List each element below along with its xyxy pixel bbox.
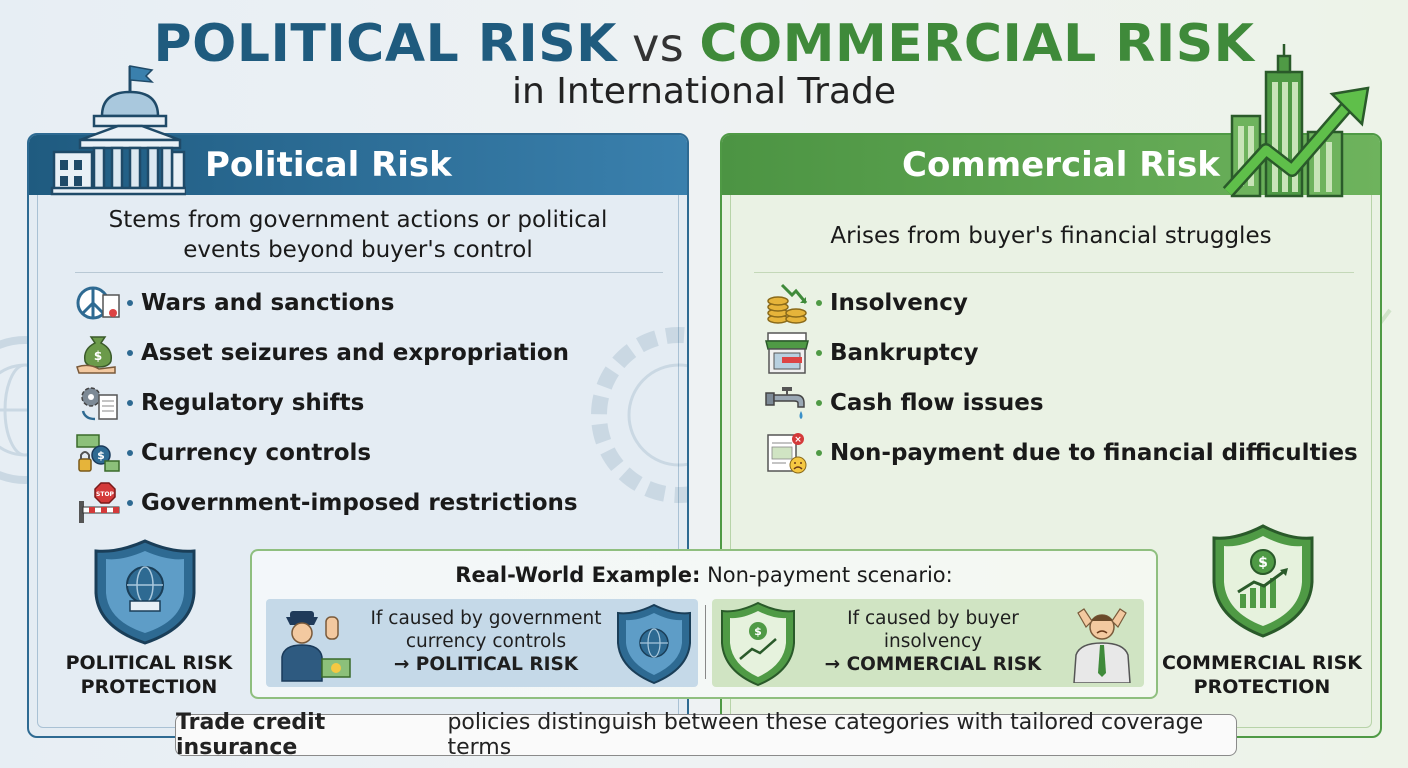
government-building-icon [50, 65, 186, 196]
currency-lock-icon: $ [73, 431, 123, 475]
dollar-chart-shield-icon: $ [721, 601, 795, 687]
svg-text:$: $ [1258, 555, 1268, 571]
svg-text:$: $ [754, 625, 762, 638]
political-item: Wars and sanctions [73, 281, 394, 325]
political-item: STOP Government-imposed restrictions [73, 481, 578, 525]
title-vs: vs [616, 18, 700, 72]
broken-peace-sign-document-icon [73, 281, 123, 325]
political-panel-title: Political Risk [205, 145, 452, 185]
officer-stop-hand-icon [281, 611, 351, 682]
example-political-case: If caused by government currency control… [266, 599, 698, 687]
dollar-chart-shield-icon: $ [1212, 524, 1314, 638]
gear-document-icon [73, 381, 123, 425]
political-item: Regulatory shifts [73, 381, 364, 425]
political-divider [75, 272, 663, 273]
political-item-label: Government-imposed restrictions [141, 490, 578, 516]
svg-text:STOP: STOP [96, 491, 115, 498]
title-political: POLITICAL RISK [153, 14, 617, 74]
background-gear-icon [591, 327, 687, 503]
commercial-item-label: Bankruptcy [830, 340, 979, 366]
commercial-item-label: Insolvency [830, 290, 968, 316]
example-divider [705, 605, 706, 679]
commercial-case-text: If caused by buyer insolvency → COMMERCI… [824, 608, 1042, 675]
political-item: $ Asset seizures and expropriation [73, 331, 569, 375]
example-title: Real-World Example: Non-payment scenario… [455, 563, 953, 587]
footer-note: Trade credit insurance policies distingui… [175, 710, 1237, 760]
svg-text:×: × [794, 435, 802, 445]
svg-text:$: $ [94, 349, 102, 363]
invoice-sad-face-icon: × [762, 431, 812, 475]
page-subtitle: in International Trade [511, 71, 897, 112]
globe-shield-icon [94, 539, 196, 645]
commercial-protection-label: COMMERCIAL RISK PROTECTION [1161, 652, 1363, 698]
political-item-label: Currency controls [141, 440, 372, 466]
page-title: POLITICAL RISK vs COMMERCIAL RISK [0, 14, 1408, 75]
political-description-line1: Stems from government actions or politic… [108, 207, 608, 233]
stressed-businessman-icon [1073, 608, 1131, 683]
political-item-label: Wars and sanctions [141, 290, 395, 316]
commercial-item-label: Cash flow issues [830, 390, 1044, 416]
real-world-example-box: Real-World Example: Non-payment scenario… [250, 549, 1158, 699]
footer-text: policies distinguish between these categ… [447, 710, 1204, 760]
money-bag-hand-icon: $ [73, 331, 123, 375]
political-item-label: Asset seizures and expropriation [141, 340, 570, 366]
closed-store-icon [762, 331, 812, 375]
commercial-item: Insolvency [762, 281, 968, 325]
coins-down-arrow-icon [762, 281, 812, 325]
title-commercial: COMMERCIAL RISK [699, 14, 1255, 74]
commercial-item: Bankruptcy [762, 331, 979, 375]
political-case-text: If caused by government currency control… [370, 608, 602, 675]
commercial-description: Arises from buyer's financial struggles [830, 223, 1272, 249]
commercial-item: × Non-payment due to financial difficult… [762, 431, 1358, 475]
political-item-label: Regulatory shifts [141, 390, 365, 416]
commercial-divider [754, 272, 1354, 273]
globe-shield-icon [617, 603, 691, 685]
political-item: $ Currency controls [73, 431, 371, 475]
skyscraper-growth-arrow-icon [1222, 44, 1370, 198]
political-protection-label: POLITICAL RISK PROTECTION [65, 652, 233, 698]
commercial-panel-title: Commercial Risk [902, 145, 1220, 185]
footer-bold: Trade credit insurance [176, 710, 326, 760]
political-description-line2: events beyond buyer's control [183, 237, 533, 263]
commercial-item: Cash flow issues [762, 381, 1044, 425]
dripping-faucet-icon [762, 381, 812, 425]
stop-sign-barrier-icon: STOP [73, 481, 123, 525]
svg-text:$: $ [97, 449, 105, 462]
commercial-item-label: Non-payment due to financial difficultie… [830, 440, 1358, 466]
example-commercial-case: $ If caused by buyer insolvency → COMMER… [712, 599, 1144, 687]
